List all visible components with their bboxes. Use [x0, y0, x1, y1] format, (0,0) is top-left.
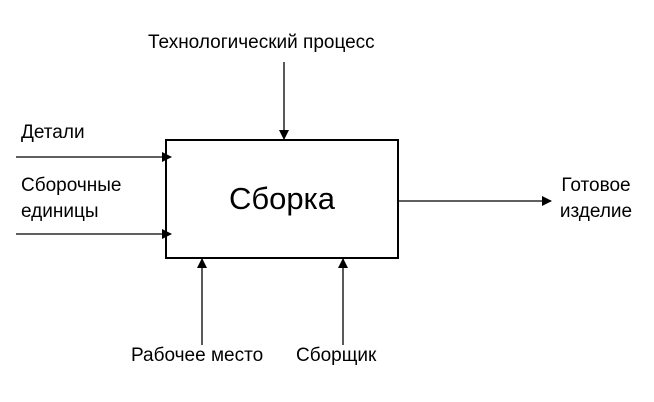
mechanism-label-assembler: Сборщик [296, 345, 377, 366]
output-label: Готовое изделие [553, 173, 639, 225]
control-label: Технологический процесс [148, 32, 375, 53]
output-label-line-2: изделие [559, 201, 633, 222]
function-box-label: Сборка [228, 181, 336, 216]
input-label-assembly-units: Сборочные единицы [21, 173, 122, 225]
output-label-line-1: Готовое [561, 175, 631, 196]
input-label-assembly-units-line-2: единицы [21, 201, 99, 222]
input-label-assembly-units-line-1: Сборочные [21, 175, 122, 196]
function-box [165, 139, 399, 259]
mechanism-label-workplace: Рабочее место [131, 345, 264, 366]
input-label-details: Детали [21, 122, 85, 143]
